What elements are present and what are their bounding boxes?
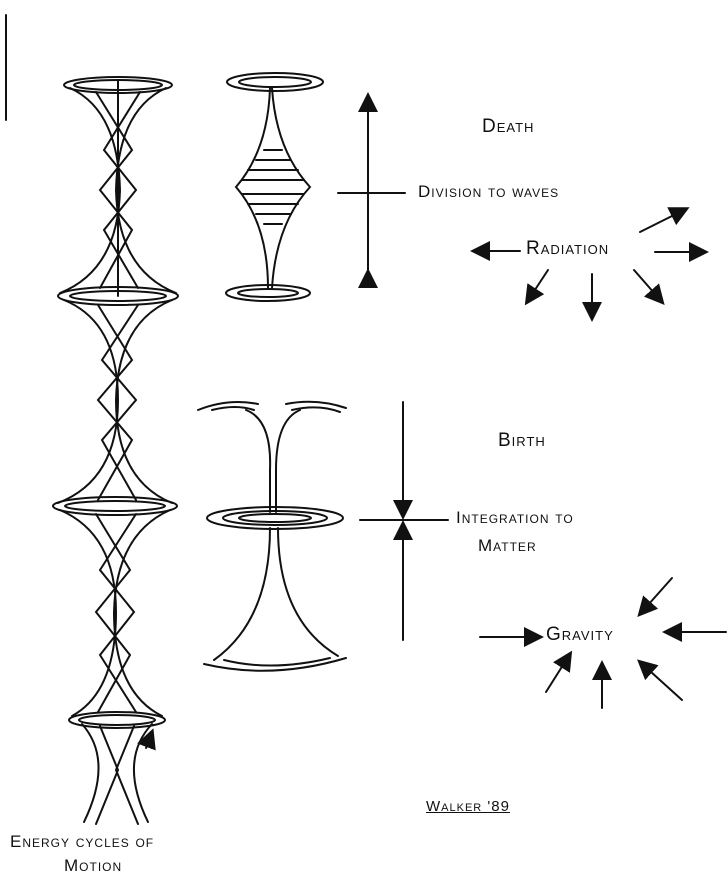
gravity-arrow-topright (637, 577, 673, 617)
top-ring (226, 72, 324, 92)
cycle-curve (98, 513, 137, 713)
caption-line-2: Motion (64, 856, 123, 875)
integration-label: Integration to (456, 508, 574, 527)
top-swirl (197, 400, 347, 413)
cycle-curve (59, 509, 118, 717)
cycle-ring (52, 496, 178, 516)
radiation-arrow-downright (633, 269, 665, 306)
birth-label: Birth (498, 430, 546, 451)
cycle-curve (95, 725, 120, 825)
bottom-swirl (203, 657, 347, 672)
middle-ring (206, 506, 344, 530)
death-wave-figure (225, 72, 324, 302)
cycle-ring (68, 711, 166, 729)
radiation-arrow-downleft (524, 269, 549, 306)
wave-outline (271, 87, 312, 289)
death-label: Death (482, 116, 535, 137)
signature: Walker '89 (426, 798, 510, 815)
matter-label: Matter (478, 536, 537, 555)
funnel-outline (245, 409, 272, 513)
cycle-curve (59, 87, 122, 294)
top-ring (238, 76, 312, 88)
middle-ring (222, 510, 328, 526)
gravity-arrows (479, 577, 727, 709)
cycle-curve (114, 299, 173, 504)
energy-cycle-column (52, 76, 179, 825)
cycle-curve (57, 299, 120, 504)
cycle-curve (96, 304, 134, 501)
funnel-outline (277, 527, 339, 657)
radiation-label: Radiation (526, 238, 610, 259)
cycle-curve (112, 509, 171, 717)
cycle-curve (94, 513, 132, 713)
cycle-curve (95, 91, 134, 289)
gravity-arrow-bottomleft (545, 650, 573, 693)
radiation-arrows (470, 207, 709, 322)
cycle-curve (81, 723, 100, 823)
small-arrow (137, 728, 156, 751)
cycle-curve (114, 725, 139, 825)
middle-ring (238, 513, 312, 523)
caption-line-1: Energy cycles of (10, 832, 155, 851)
cycle-ring (64, 500, 166, 512)
birth-matter-figure (197, 400, 347, 672)
division-label: Division to waves (418, 182, 560, 201)
wave-outline (234, 87, 271, 289)
cycle-curve (114, 87, 177, 294)
bottom-ring (237, 288, 299, 298)
radiation-arrow-upright (639, 207, 690, 233)
cycle-curve (100, 304, 139, 501)
cycle-curve (102, 91, 141, 289)
funnel-outline (275, 409, 301, 513)
gravity-arrow-bottomright (637, 659, 683, 701)
gravity-label: Gravity (546, 624, 614, 645)
cycle-ring (78, 714, 156, 726)
funnel-outline (213, 527, 271, 661)
